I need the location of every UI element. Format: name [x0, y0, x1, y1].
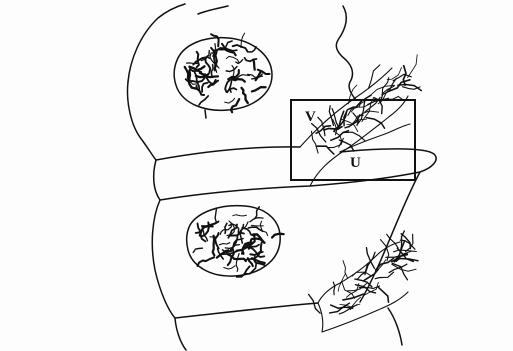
- chromatin-squiggle: [253, 60, 254, 70]
- process-fibril: [378, 287, 388, 302]
- chromatin-squiggle: [193, 248, 202, 252]
- chromatin-squiggle: [272, 234, 284, 238]
- lower-nucleus: [187, 206, 281, 276]
- chromatin-squiggle: [202, 83, 208, 92]
- lower-cell: [152, 172, 420, 350]
- process-fibril: [333, 282, 335, 295]
- process-fibril: [366, 118, 384, 129]
- process-fibril: [365, 252, 375, 274]
- chromatin-squiggle: [226, 56, 239, 63]
- process-fibril: [408, 55, 418, 78]
- chromatin-squiggle: [224, 266, 235, 269]
- chromatin-squiggle: [227, 88, 236, 92]
- label-v: V: [305, 109, 316, 125]
- chromatin-squiggle: [219, 243, 229, 245]
- chromatin-squiggle: [215, 209, 216, 223]
- chromatin-squiggle: [213, 236, 215, 256]
- upper-right-edge: [336, 6, 356, 100]
- chromatin-squiggle: [226, 67, 237, 72]
- cell-wall-middle: [154, 147, 436, 200]
- chromatin-squiggle: [236, 254, 239, 272]
- chromatin-squiggle: [261, 243, 262, 251]
- process-fibril: [376, 258, 394, 270]
- label-u: U: [350, 155, 361, 171]
- chromatin-squiggle: [251, 225, 263, 226]
- process-fibril: [383, 97, 402, 100]
- chromatin-squiggle: [187, 63, 198, 64]
- chromatin-squiggle: [225, 98, 235, 103]
- chromatin-squiggle: [198, 257, 215, 266]
- chromatin-squiggle: [252, 87, 266, 91]
- process-fibril: [394, 259, 418, 262]
- chromatin-squiggle: [225, 223, 227, 233]
- chromatin-squiggle: [225, 41, 232, 49]
- upper-process-texture: [312, 55, 422, 154]
- chromatin-squiggle: [233, 215, 247, 216]
- chromatin-squiggle: [242, 88, 248, 103]
- process-fibril: [343, 261, 348, 279]
- chromatin-squiggle: [260, 221, 267, 235]
- chromatin-squiggle: [249, 47, 256, 52]
- chromatin-squiggle: [236, 60, 243, 64]
- process-fibril: [387, 68, 401, 80]
- chromatin-squiggle: [199, 96, 208, 105]
- chromatin-squiggle: [212, 65, 214, 78]
- process-fibril: [312, 131, 319, 153]
- chromatin-squiggle: [250, 218, 263, 222]
- lower-nucleus-texture: [193, 207, 283, 277]
- upper-cell: [128, 4, 228, 160]
- process-fibril: [344, 132, 365, 141]
- lower-process-texture: [309, 231, 418, 314]
- chromatin-squiggle: [232, 79, 245, 82]
- chromatin-squiggle: [248, 227, 262, 231]
- process-fibril: [375, 272, 393, 279]
- chromatin-squiggle: [215, 233, 219, 249]
